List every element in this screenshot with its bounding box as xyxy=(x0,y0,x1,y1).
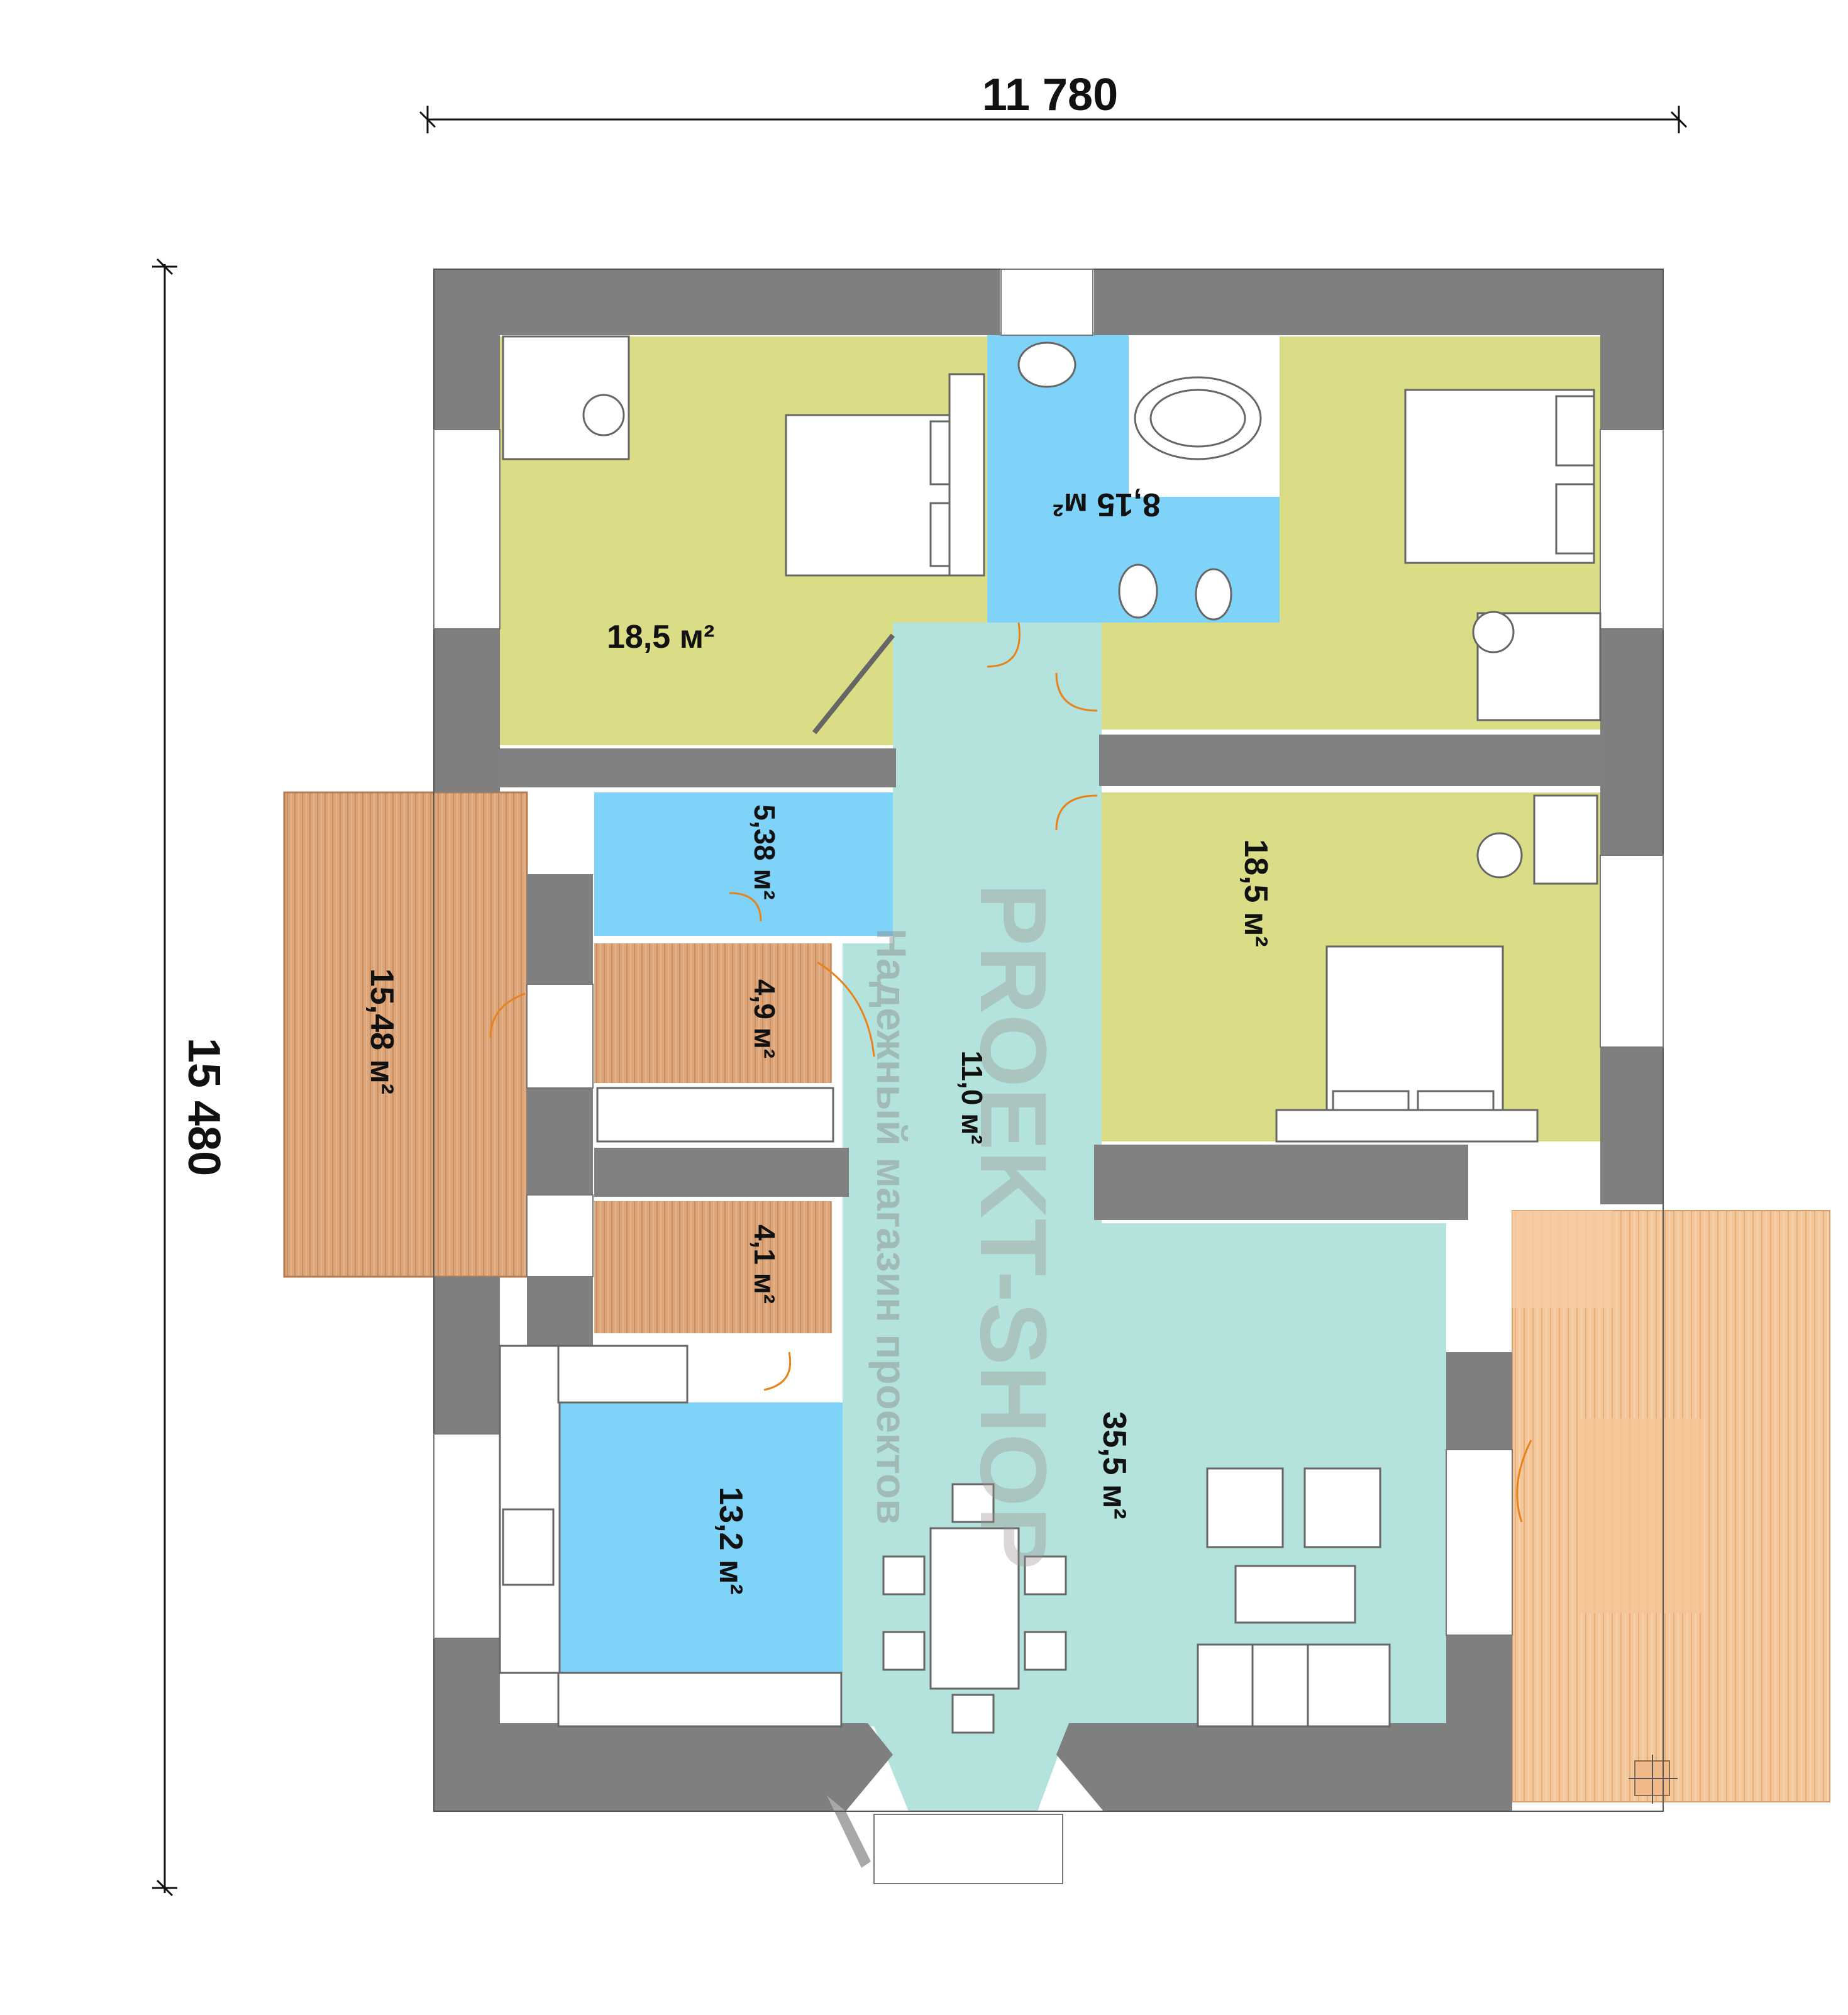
dimension-height-label: 15 480 xyxy=(179,1038,229,1176)
label-hall: 11,0 м² xyxy=(956,1050,988,1144)
label-living: 35,5 м² xyxy=(1096,1411,1132,1519)
label-bedroom-nw: 18,5 м² xyxy=(607,619,714,655)
label-bedroom-e: 18,5 м² xyxy=(1237,839,1274,946)
label-kitchen: 13,2 м² xyxy=(712,1487,749,1594)
terrace-east-top xyxy=(1512,1211,1613,1308)
furniture xyxy=(499,335,1602,1734)
room-labels: 18,5 м² 8,15 м² 18,5 м² 5,38 м² 11,0 м² … xyxy=(363,486,1274,1595)
room-washroom xyxy=(594,792,893,936)
door-arcs xyxy=(489,622,1532,1523)
watermark-tagline: Надежный магазин проектов xyxy=(868,928,915,1524)
dimension-width-label: 11 780 xyxy=(982,70,1118,120)
watermark-brand: PROEKT-SHOP xyxy=(961,883,1066,1570)
dimension-height: 15 480 xyxy=(152,258,229,1897)
room-storage-1 xyxy=(594,943,832,1083)
terrace-west xyxy=(283,791,528,1278)
door-leaf xyxy=(812,633,895,735)
walls xyxy=(434,269,1663,1868)
dimension-width: 11 780 xyxy=(419,70,1688,133)
kitchen-floor xyxy=(558,1402,843,1673)
label-storage-2: 4,1 м² xyxy=(748,1224,781,1304)
label-terrace-west: 15,48 м² xyxy=(363,969,400,1094)
windows xyxy=(433,269,1664,1884)
room-storage-2 xyxy=(594,1201,832,1333)
terrace-east-inner xyxy=(1578,1418,1704,1613)
label-bathroom: 8,15 м² xyxy=(1053,486,1160,523)
label-storage-1: 4,9 м² xyxy=(748,979,781,1058)
label-washroom: 5,38 м² xyxy=(748,804,781,900)
